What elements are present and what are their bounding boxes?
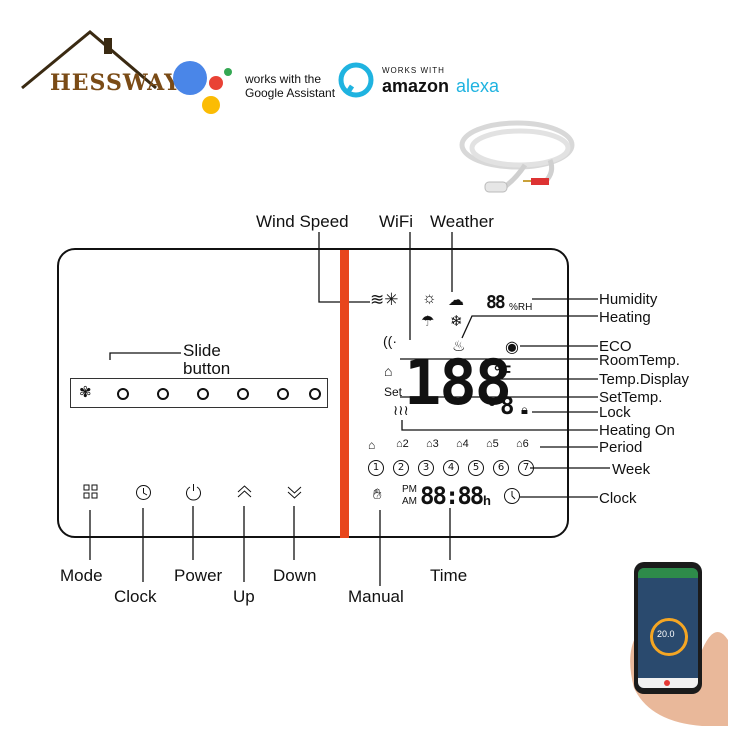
slide-label-line1: Slide bbox=[183, 341, 221, 360]
up-arrow-icon[interactable] bbox=[236, 485, 253, 499]
wind-speed-label: Wind Speed bbox=[256, 212, 349, 231]
heating-label: Heating bbox=[599, 309, 651, 326]
humidity-label: Humidity bbox=[599, 291, 658, 308]
eco-label: ECO bbox=[599, 338, 632, 355]
manual-label: Manual bbox=[348, 587, 404, 606]
heating-on-label: Heating On bbox=[599, 422, 675, 439]
phone-in-hand-image: 20.0 bbox=[620, 560, 728, 726]
slide-dot[interactable] bbox=[237, 388, 249, 400]
clock-label: Clock bbox=[114, 587, 157, 606]
mode-icon[interactable] bbox=[83, 484, 99, 500]
house-roof-icon bbox=[21, 30, 157, 90]
lock-label: Lock bbox=[599, 404, 631, 421]
power-icon[interactable] bbox=[185, 483, 202, 501]
alexa-alexa: alexa bbox=[456, 76, 500, 96]
clock-display-icon bbox=[504, 488, 520, 504]
set-temp-text: Set bbox=[384, 385, 403, 399]
wifi-label: WiFi bbox=[379, 212, 413, 231]
week-day: 7 bbox=[518, 460, 534, 476]
humidity-digits: 88 bbox=[486, 292, 506, 313]
google-assistant-badge: works with the Google Assistant bbox=[170, 58, 340, 118]
hour-unit: h bbox=[483, 493, 491, 508]
humidity-unit: %RH bbox=[509, 302, 533, 313]
sensor-cable-image bbox=[459, 120, 575, 193]
power-label: Power bbox=[174, 566, 223, 585]
alexa-icon bbox=[338, 62, 374, 98]
period-label: Period bbox=[599, 439, 643, 456]
rain-cloud-icon: ☂ bbox=[421, 313, 435, 330]
down-label: Down bbox=[273, 566, 317, 585]
period-icon: ⌂3 bbox=[426, 438, 439, 450]
period-icon: ⌂2 bbox=[396, 438, 409, 450]
period-icon: ⌂4 bbox=[456, 438, 469, 450]
eco-icon: ◉ bbox=[505, 339, 519, 356]
temp-display-label: Temp.Display bbox=[599, 371, 690, 388]
lock-icon: 🔒︎ bbox=[521, 402, 528, 417]
temp-unit: °F bbox=[494, 362, 512, 381]
google-line1: works with the bbox=[245, 72, 322, 86]
wifi-icon: ((· bbox=[383, 333, 397, 349]
sun-icon: ☼ bbox=[422, 290, 437, 307]
snow-cloud-icon: ❄ bbox=[450, 313, 463, 330]
phone-power-dot bbox=[664, 680, 670, 686]
slide-dot[interactable] bbox=[117, 388, 129, 400]
room-temp-label: RoomTemp. bbox=[599, 352, 680, 369]
brand-logo-text: HESSWAY bbox=[50, 70, 181, 96]
period-icons: ⌂ ⌂2 ⌂3 ⌂4 ⌂5 ⌂6 bbox=[368, 438, 538, 456]
alexa-badge: WORKS WITH amazon alexa bbox=[338, 62, 518, 106]
google-assistant-icon bbox=[173, 61, 232, 114]
flame-icon: ♨ bbox=[452, 338, 466, 355]
heating-on-icon: ≀≀≀ bbox=[393, 402, 409, 418]
phone-header-bar bbox=[638, 568, 698, 578]
set-temp-label: SetTemp. bbox=[599, 389, 663, 406]
temp-display-digits: 188 bbox=[404, 346, 512, 419]
week-day: 5 bbox=[468, 460, 484, 476]
google-line2: Google Assistant bbox=[245, 86, 336, 100]
slide-dot[interactable] bbox=[309, 388, 321, 400]
brand-logo: HESSWAY bbox=[18, 26, 180, 98]
thermostat-panel bbox=[57, 248, 569, 538]
decimal-digit: 8 bbox=[500, 392, 515, 420]
clock-button-icon[interactable] bbox=[135, 484, 152, 501]
time-label: Time bbox=[430, 566, 468, 585]
down-arrow-icon[interactable] bbox=[286, 485, 303, 499]
week-day: 1 bbox=[368, 460, 384, 476]
week-day: 3 bbox=[418, 460, 434, 476]
weather-label: Weather bbox=[430, 212, 494, 231]
pm-label: PM bbox=[402, 484, 417, 495]
room-temp-icon: ⌂ bbox=[384, 363, 393, 379]
decimal-point bbox=[489, 400, 495, 406]
phone-screen: 20.0 bbox=[638, 568, 698, 688]
week-label: Week bbox=[612, 461, 651, 478]
am-label: AM bbox=[402, 496, 417, 507]
clock-digits: 88:88 bbox=[420, 482, 484, 510]
up-label: Up bbox=[233, 587, 255, 606]
week-day: 6 bbox=[493, 460, 509, 476]
mode-label: Mode bbox=[60, 566, 103, 585]
slide-button[interactable]: ✾ bbox=[70, 378, 328, 408]
slide-label-line2: button bbox=[183, 359, 231, 378]
alexa-line1: WORKS WITH bbox=[382, 66, 445, 75]
period-icon: ⌂5 bbox=[486, 438, 499, 450]
manual-hand-icon: ✋︎ bbox=[373, 486, 382, 503]
phone-dial bbox=[650, 618, 688, 656]
alexa-amazon: amazon bbox=[382, 76, 450, 96]
period-icon: ⌂6 bbox=[516, 438, 529, 450]
week-day: 2 bbox=[393, 460, 409, 476]
accent-divider-bar bbox=[340, 250, 349, 538]
slide-dot[interactable] bbox=[277, 388, 289, 400]
slide-dot[interactable] bbox=[157, 388, 169, 400]
clock-right-label: Clock bbox=[599, 490, 637, 507]
period-icon-home: ⌂ bbox=[368, 438, 376, 452]
wind-speed-icon: ≋✳ bbox=[370, 290, 399, 309]
phone-setpoint: 20.0 bbox=[657, 629, 675, 639]
week-day: 4 bbox=[443, 460, 459, 476]
cloud-icon: ☁ bbox=[448, 292, 464, 309]
fan-icon: ✾ bbox=[79, 384, 92, 401]
phone-body: 20.0 bbox=[634, 562, 702, 694]
slide-dot[interactable] bbox=[197, 388, 209, 400]
